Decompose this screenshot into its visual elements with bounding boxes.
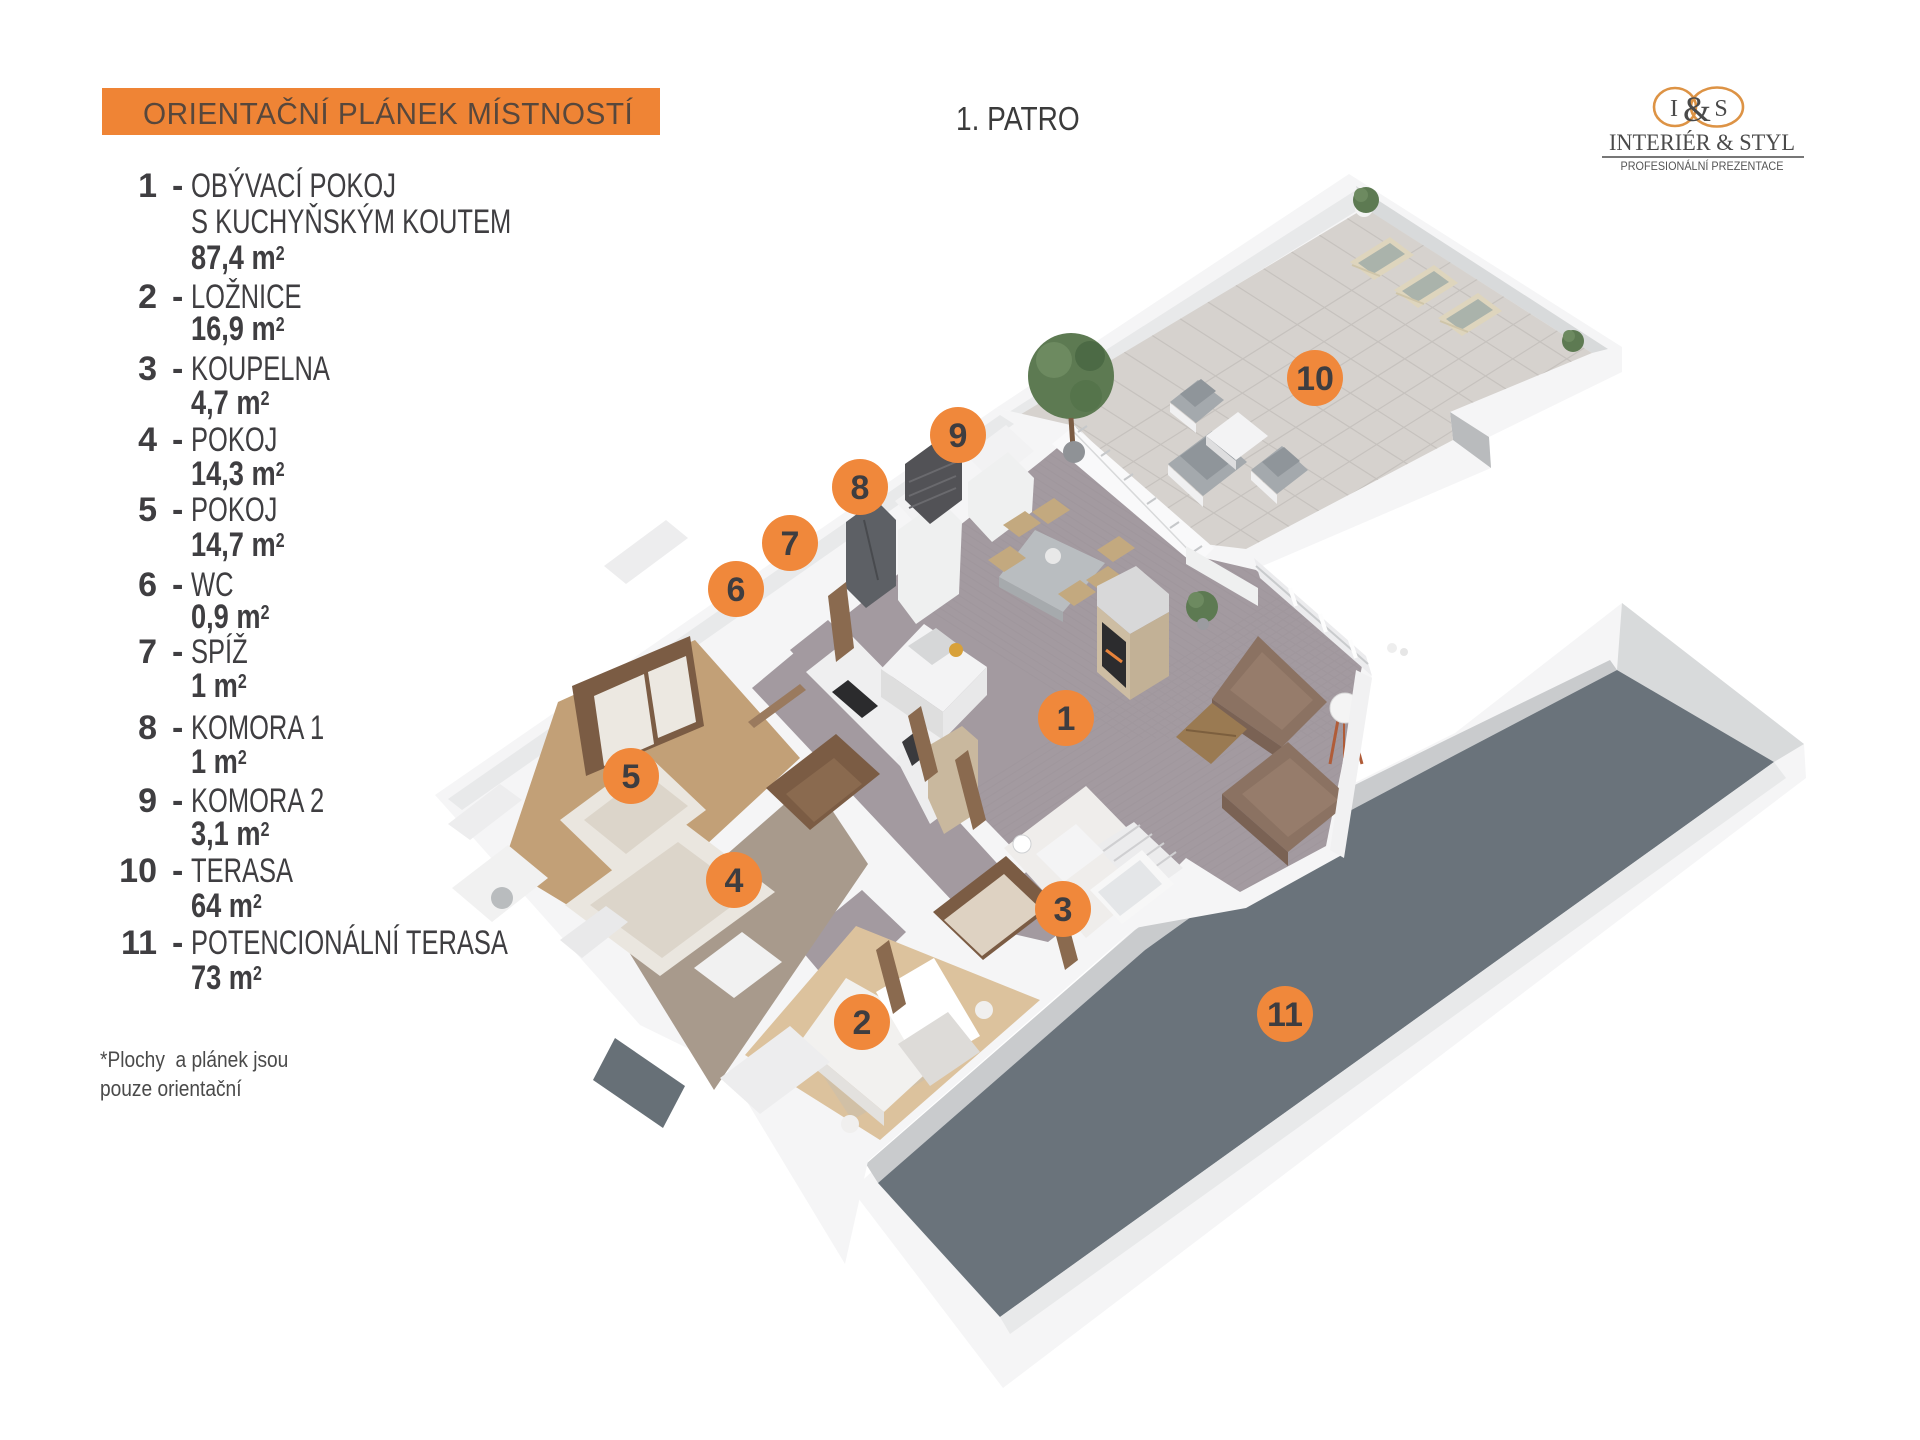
svg-text:5: 5 (622, 758, 641, 796)
svg-text:INTERIÉR & STYL: INTERIÉR & STYL (1609, 130, 1795, 155)
svg-text:S: S (1714, 96, 1727, 122)
svg-text:10: 10 (1296, 360, 1334, 398)
svg-text:PROFESIONÁLNÍ PREZENTACE: PROFESIONÁLNÍ PREZENTACE (1621, 160, 1784, 173)
svg-text:1: 1 (1057, 700, 1076, 738)
svg-text:4: 4 (725, 862, 744, 900)
svg-text:&: & (1683, 89, 1711, 129)
svg-text:2: 2 (853, 1004, 872, 1042)
svg-text:7: 7 (781, 525, 800, 563)
svg-text:6: 6 (727, 571, 746, 609)
svg-text:11: 11 (1267, 996, 1303, 1034)
svg-text:9: 9 (949, 417, 968, 455)
svg-text:8: 8 (851, 469, 870, 507)
svg-text:3: 3 (1054, 891, 1073, 929)
svg-text:I: I (1670, 96, 1678, 122)
